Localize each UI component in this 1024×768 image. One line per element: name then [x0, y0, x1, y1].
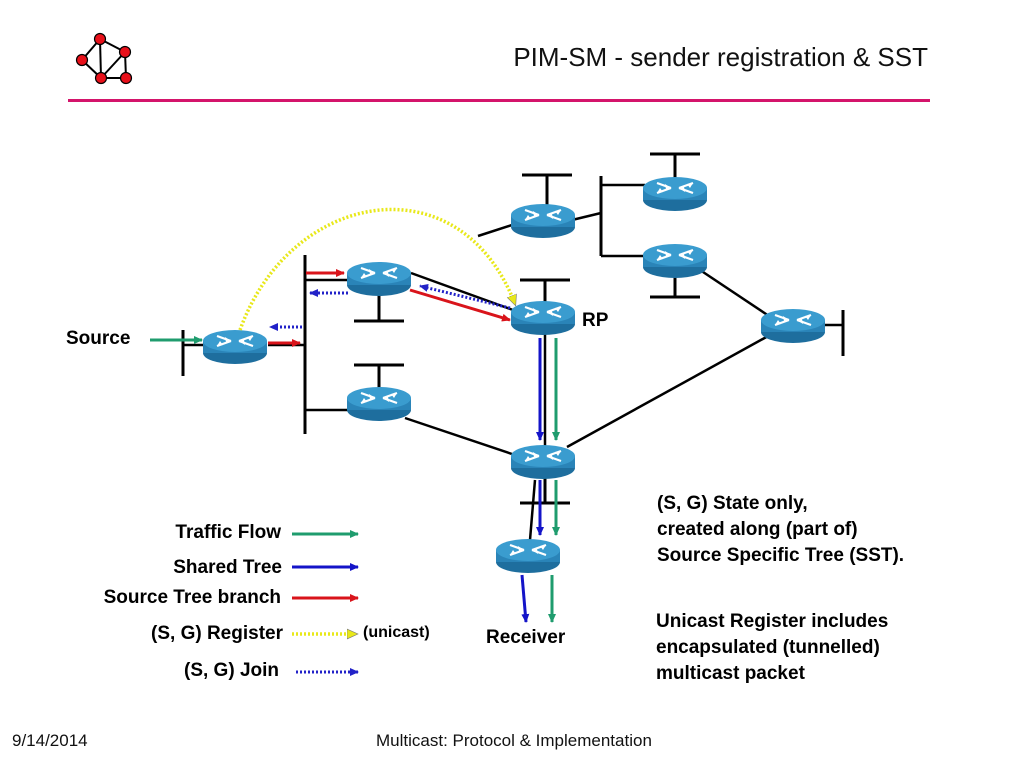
- legend-shared-tree-label: Shared Tree: [173, 557, 282, 578]
- receiver-label: Receiver: [486, 627, 566, 648]
- network-graph-icon: [75, 32, 133, 85]
- note-line: Unicast Register includes: [656, 611, 889, 632]
- note-line: created along (part of): [657, 519, 858, 540]
- router-icon: [509, 299, 577, 337]
- note-line: (S, G) State only,: [657, 493, 808, 514]
- legend-register-note: (unicast): [363, 624, 430, 641]
- shared-tree-arrow: [520, 574, 530, 623]
- source-tree-arrow: [409, 288, 511, 322]
- router-icon: [345, 260, 413, 298]
- router-icon: [509, 443, 577, 481]
- router-icon: [345, 385, 413, 423]
- note-line: encapsulated (tunnelled): [656, 637, 880, 658]
- source-label: Source: [66, 328, 131, 349]
- note-line: Source Specific Tree (SST).: [657, 545, 905, 566]
- unicast-register-note: Unicast Register includes encapsulated (…: [656, 609, 888, 687]
- legend-register-label: (S, G) Register: [151, 623, 283, 644]
- sg-state-note: (S, G) State only, created along (part o…: [657, 491, 904, 569]
- legend-traffic-flow-label: Traffic Flow: [175, 522, 281, 543]
- router-icon: [494, 537, 562, 575]
- router-icon: [641, 242, 709, 280]
- rp-label: RP: [582, 310, 609, 331]
- register-arc: [238, 207, 515, 331]
- router-icon: [641, 175, 709, 213]
- links: [183, 183, 843, 541]
- router-icon: [759, 307, 827, 345]
- router-icon: [201, 328, 269, 366]
- note-line: multicast packet: [656, 663, 805, 684]
- legend-join-label: (S, G) Join: [184, 660, 279, 681]
- footer-course: Multicast: Protocol & Implementation: [376, 731, 652, 750]
- footer-date: 9/14/2014: [12, 731, 88, 750]
- title-divider: [68, 99, 930, 102]
- join-arrow: [419, 284, 511, 310]
- page-title: PIM-SM - sender registration & SST: [513, 42, 928, 72]
- router-icon: [509, 202, 577, 240]
- legend-source-tree-label: Source Tree branch: [103, 587, 281, 608]
